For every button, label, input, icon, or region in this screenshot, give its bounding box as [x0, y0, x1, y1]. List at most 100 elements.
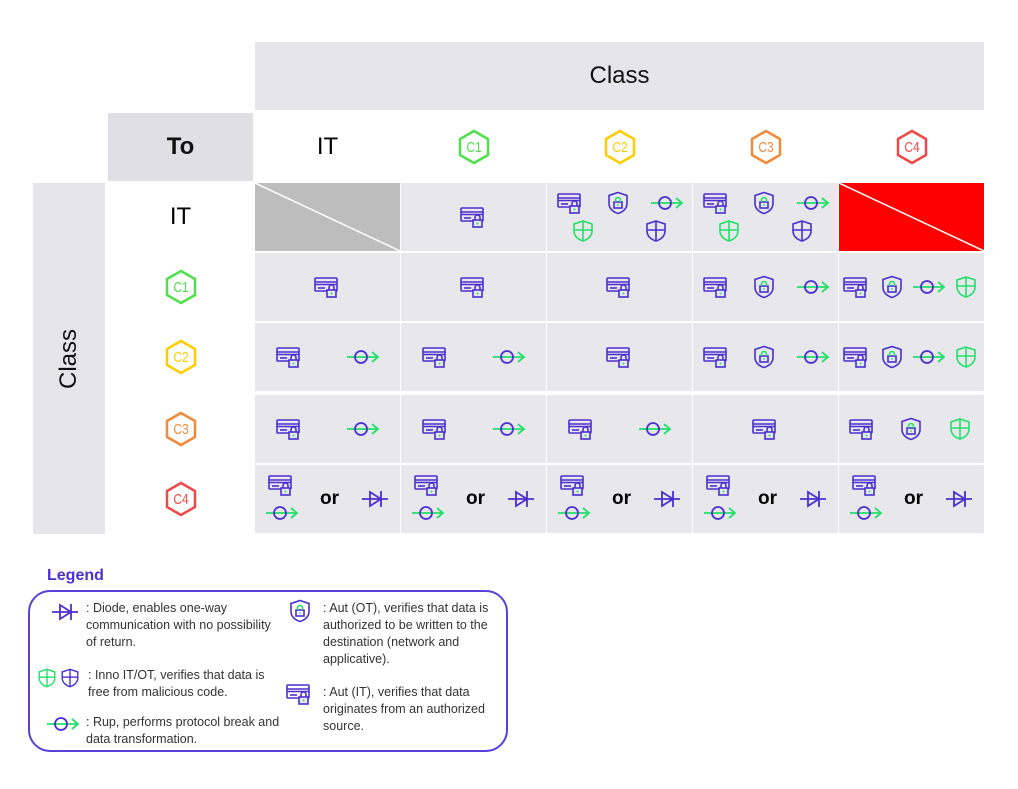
row-label-c3: C3 — [164, 411, 198, 447]
matrix-cell-it-to-it-blocked — [255, 183, 400, 251]
legend-diode: : Diode, enables one-way communication w… — [86, 601, 271, 649]
matrix-cell-c1-to-c1 — [401, 253, 546, 321]
matrix-cell-c1-to-it — [255, 253, 400, 321]
rup-icon — [650, 191, 684, 215]
rup-icon — [557, 501, 591, 525]
row-class-label: Class — [54, 328, 82, 389]
matrix-cell-c1-to-c3 — [693, 253, 838, 321]
legend-aut-it: : Aut (IT), verifies that data originate… — [323, 685, 485, 733]
inno-ot-icon — [787, 219, 817, 243]
row-header-c2: C2 — [108, 323, 253, 391]
legend-rup: : Rup, performs protocol break and data … — [86, 715, 280, 746]
rup-icon — [849, 501, 883, 525]
icon-row — [547, 191, 692, 215]
rup-icon — [912, 345, 946, 369]
diode-icon — [798, 487, 828, 511]
matrix-cell-c1-to-c4 — [839, 253, 984, 321]
aut-it-icon — [285, 682, 315, 706]
legend-box: : Diode, enables one-way communication w… — [28, 590, 508, 752]
column-label-c2: C2 — [603, 129, 637, 165]
row-class-header: Class — [33, 183, 105, 534]
column-label-c2-text: C2 — [611, 138, 628, 156]
alternative-group: or — [547, 473, 692, 525]
diode-icon — [360, 487, 390, 511]
aut-it-icon — [851, 473, 881, 497]
to-header: To — [108, 113, 253, 181]
diode-icon — [944, 487, 974, 511]
icon-row — [693, 275, 838, 299]
column-header-c1: C1 — [401, 113, 546, 181]
matrix-cell-c2-to-c3 — [693, 323, 838, 391]
aut-it-icon — [751, 417, 781, 441]
rup-icon — [796, 275, 830, 299]
or-label: or — [757, 488, 777, 509]
column-header-c4: C4 — [839, 113, 984, 181]
column-label-c1: C1 — [457, 129, 491, 165]
row-label-c4-text: C4 — [172, 490, 189, 508]
row-header-c1: C1 — [108, 253, 253, 321]
legend-inno: : Inno IT/OT, verifies that data is free… — [88, 668, 265, 699]
column-header-it: IT — [255, 113, 400, 181]
alternative-group: or — [255, 473, 400, 525]
column-class-header: Class — [255, 42, 984, 110]
aut-it-icon — [275, 345, 305, 369]
matrix-cell-c4-to-c3: or — [693, 465, 838, 533]
diode-icon — [652, 487, 682, 511]
row-label-c1: C1 — [164, 269, 198, 305]
icon-row — [401, 205, 546, 229]
alternative-group: or — [839, 473, 984, 525]
or-label: or — [319, 488, 339, 509]
aut-ot-icon — [896, 417, 926, 441]
rup-icon — [796, 345, 830, 369]
rup-icon — [46, 712, 80, 736]
row-header-c3: C3 — [108, 395, 253, 463]
row-header-c4: C4 — [108, 465, 253, 533]
rup-icon — [411, 501, 445, 525]
inno-it-icon — [951, 275, 981, 299]
inno-it-icon — [714, 219, 744, 243]
aut-it-icon — [421, 345, 451, 369]
aut-ot-icon — [877, 275, 907, 299]
aut-it-icon — [702, 275, 732, 299]
matrix-cell-c3-to-it — [255, 395, 400, 463]
rup-icon — [492, 417, 526, 441]
icon-stack — [265, 473, 299, 525]
aut-it-icon — [267, 473, 297, 497]
matrix-cell-c2-to-it — [255, 323, 400, 391]
or-label: or — [903, 488, 923, 509]
diode-icon — [506, 487, 536, 511]
aut-it-icon — [702, 191, 732, 215]
aut-it-icon — [459, 205, 489, 229]
matrix-cell-c3-to-c1 — [401, 395, 546, 463]
icon-stack — [557, 473, 591, 525]
icon-row — [255, 275, 400, 299]
icon-row — [693, 191, 838, 215]
rup-icon — [912, 275, 946, 299]
inno-ot-icon — [641, 219, 671, 243]
aut-it-icon — [605, 275, 635, 299]
legend-aut-ot: : Aut (OT), verifies that data is author… — [323, 601, 489, 666]
aut-it-icon — [421, 417, 451, 441]
blocked-diagonal — [255, 183, 400, 251]
aut-it-icon — [459, 275, 489, 299]
diode-icon — [50, 600, 80, 624]
column-label-c1-text: C1 — [465, 138, 482, 156]
or-label: or — [611, 488, 631, 509]
blocked-diagonal — [839, 183, 984, 251]
matrix-cell-c4-to-it: or — [255, 465, 400, 533]
inno-it-icon — [568, 219, 598, 243]
rup-icon — [638, 417, 672, 441]
aut-it-icon — [605, 345, 635, 369]
matrix-cell-it-to-c4-blocked — [839, 183, 984, 251]
icon-row — [255, 417, 400, 441]
matrix-cell-it-to-c1 — [401, 183, 546, 251]
legend-title: Legend — [47, 567, 104, 584]
rup-icon — [492, 345, 526, 369]
aut-ot-icon — [877, 345, 907, 369]
icon-row — [547, 219, 692, 243]
icon-stack — [411, 473, 445, 525]
icon-row — [693, 417, 838, 441]
icon-stack — [849, 473, 883, 525]
aut-it-icon — [705, 473, 735, 497]
or-label: or — [465, 488, 485, 509]
